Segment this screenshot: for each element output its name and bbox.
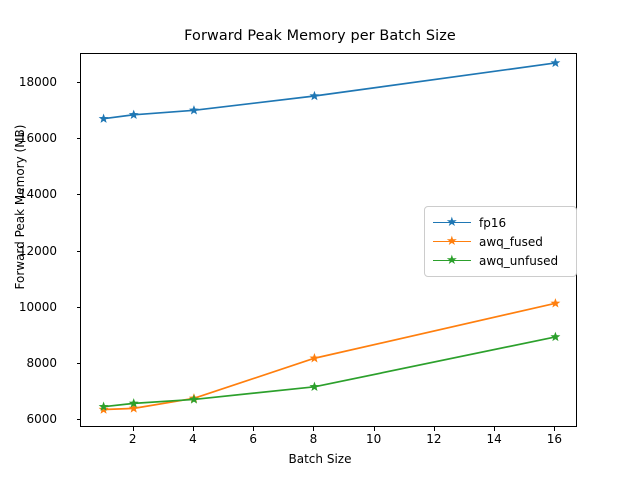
- legend-item-1[interactable]: ★ awq_fused: [433, 232, 568, 251]
- x-tick-mark: [132, 427, 134, 431]
- y-tick-mark: [76, 362, 80, 364]
- y-tick-mark: [76, 82, 80, 84]
- legend-swatch-awq-fused: ★: [433, 233, 471, 249]
- data-point-marker: [550, 331, 561, 342]
- x-tick-label: 16: [546, 432, 563, 446]
- y-tick-label: 12000: [18, 243, 57, 258]
- legend-item-0[interactable]: ★ fp16: [433, 213, 568, 232]
- legend-label-awq-fused: awq_fused: [479, 234, 543, 249]
- x-tick-label: 2: [128, 432, 137, 446]
- x-tick-label: 12: [426, 432, 442, 446]
- data-point-marker: [189, 105, 199, 115]
- series-awq_fused: [98, 298, 561, 414]
- x-tick-label: 6: [249, 432, 257, 446]
- y-tick-mark: [76, 194, 80, 196]
- x-tick-label: 8: [309, 432, 318, 446]
- y-tick-mark: [76, 306, 80, 308]
- y-tick-label: 14000: [18, 187, 57, 202]
- data-point-marker: [309, 381, 320, 392]
- data-point-marker: [309, 353, 320, 363]
- data-point-marker: [309, 90, 320, 101]
- star-marker-icon: ★: [446, 233, 458, 249]
- x-tick-mark: [554, 427, 556, 431]
- x-tick-mark: [313, 427, 315, 431]
- y-tick-label: 18000: [18, 75, 57, 90]
- data-point-marker: [550, 298, 561, 308]
- x-tick-mark: [192, 427, 194, 431]
- series-awq_unfused: [98, 331, 561, 411]
- series-canvas: [98, 57, 561, 414]
- x-tick-mark: [373, 427, 375, 431]
- series-fp16: [98, 57, 561, 123]
- legend-swatch-fp16: ★: [433, 214, 471, 230]
- series-line: [102, 302, 557, 411]
- y-tick-mark: [76, 138, 80, 140]
- series-line: [102, 336, 557, 408]
- x-tick-mark: [253, 427, 255, 431]
- x-tick-mark: [494, 427, 496, 431]
- star-marker-icon: ★: [446, 252, 458, 268]
- legend-swatch-awq-unfused: ★: [433, 252, 471, 268]
- data-point-marker: [98, 404, 109, 414]
- y-tick-label: 16000: [18, 131, 57, 146]
- y-tick-mark: [76, 418, 80, 420]
- x-tick-label: 14: [486, 432, 502, 446]
- data-point-marker: [98, 401, 109, 411]
- data-point-marker: [128, 398, 139, 408]
- data-point-marker: [128, 403, 139, 413]
- legend-label-awq-unfused: awq_unfused: [479, 253, 559, 268]
- y-tick-label: 6000: [26, 411, 57, 426]
- x-axis-label: Batch Size: [288, 452, 352, 466]
- data-point-marker: [550, 57, 561, 68]
- page-title: Forward Peak Memory per Batch Size: [184, 28, 456, 44]
- x-tick-label: 10: [366, 432, 382, 446]
- y-tick-mark: [76, 250, 80, 252]
- y-tick-label: 8000: [26, 355, 57, 370]
- x-tick-mark: [433, 427, 435, 431]
- data-point-marker: [98, 113, 109, 123]
- legend-item-2[interactable]: ★ awq_unfused: [433, 251, 568, 270]
- star-marker-icon: ★: [446, 214, 458, 230]
- data-point-marker: [128, 109, 139, 119]
- x-tick-label: 4: [189, 432, 197, 446]
- legend-label-fp16: fp16: [479, 215, 507, 230]
- y-tick-label: 10000: [18, 299, 57, 314]
- legend: ★ fp16 ★ awq_fused ★ awq_unfused: [424, 206, 577, 277]
- data-point-marker: [189, 394, 199, 404]
- series-line: [102, 62, 557, 120]
